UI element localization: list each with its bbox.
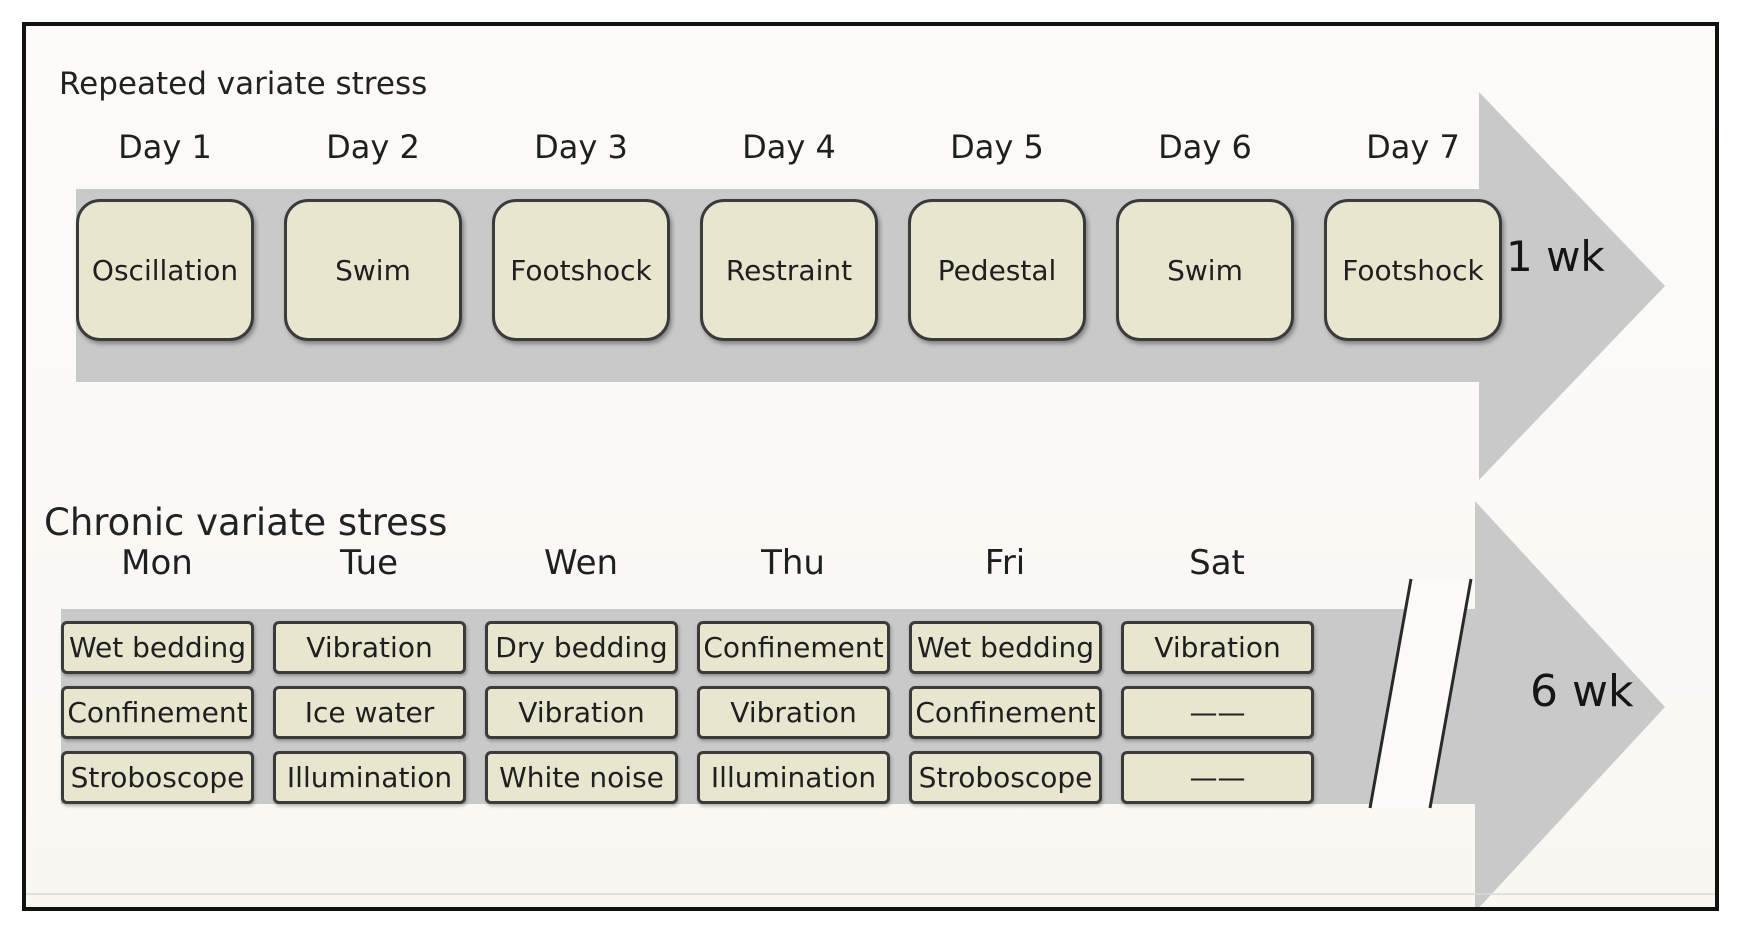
cvs-stressor-box: Vibration xyxy=(1121,621,1314,674)
cvs-stressor-box: Wet bedding xyxy=(909,621,1102,674)
rvs-day-label: Day 3 xyxy=(534,128,628,166)
cvs-stressor-box: Wet bedding xyxy=(61,621,254,674)
cvs-stressor-box: Stroboscope xyxy=(61,751,254,804)
rvs-stressor-box: Oscillation xyxy=(76,199,254,341)
cvs-day-label: Thu xyxy=(761,543,825,583)
cvs-stressor-box: Illumination xyxy=(273,751,466,804)
diagram-canvas: Repeated variate stress Day 1 Oscillation… xyxy=(26,26,1715,907)
cvs-stressor-box: Confinement xyxy=(61,686,254,739)
cvs-stressor-box: Confinement xyxy=(909,686,1102,739)
chronic-variate-stress-title: Chronic variate stress xyxy=(44,501,448,544)
cvs-stressor-box: Dry bedding xyxy=(485,621,678,674)
rvs-day-label: Day 1 xyxy=(118,128,212,166)
cvs-stressor-box: Ice water xyxy=(273,686,466,739)
rvs-day-label: Day 2 xyxy=(326,128,420,166)
rvs-stressor-box: Restraint xyxy=(700,199,878,341)
time-break-line-right xyxy=(1428,578,1473,809)
rvs-day-label: Day 5 xyxy=(950,128,1044,166)
cvs-stressor-box: Vibration xyxy=(697,686,890,739)
cvs-stressor-box: White noise xyxy=(485,751,678,804)
cvs-stressor-box: Illumination xyxy=(697,751,890,804)
cvs-day-label: Wen xyxy=(543,543,619,583)
cvs-day-label: Fri xyxy=(984,543,1026,583)
cvs-day-label: Mon xyxy=(121,543,193,583)
rvs-day-label: Day 4 xyxy=(742,128,836,166)
duration-1wk-label: 1 wk xyxy=(1506,232,1605,281)
rvs-stressor-box: Swim xyxy=(1116,199,1294,341)
rvs-day-label: Day 6 xyxy=(1158,128,1252,166)
cvs-stressor-box: Stroboscope xyxy=(909,751,1102,804)
rvs-day-label: Day 7 xyxy=(1366,128,1460,166)
rvs-stressor-box: Swim xyxy=(284,199,462,341)
cvs-stressor-box: Vibration xyxy=(485,686,678,739)
cvs-stressor-box: Vibration xyxy=(273,621,466,674)
cvs-stressor-box: Confinement xyxy=(697,621,890,674)
time-break-line-left xyxy=(1368,578,1413,809)
cvs-stressor-box: —— xyxy=(1121,686,1314,739)
duration-6wk-label: 6 wk xyxy=(1530,666,1634,717)
rvs-stressor-box: Pedestal xyxy=(908,199,1086,341)
repeated-variate-stress-title: Repeated variate stress xyxy=(59,66,428,102)
cvs-day-label: Sat xyxy=(1189,543,1245,583)
cvs-day-label: Tue xyxy=(339,543,399,583)
cvs-stressor-box: —— xyxy=(1121,751,1314,804)
rvs-stressor-box: Footshock xyxy=(1324,199,1502,341)
rvs-stressor-box: Footshock xyxy=(492,199,670,341)
time-break-gap xyxy=(1370,579,1471,808)
